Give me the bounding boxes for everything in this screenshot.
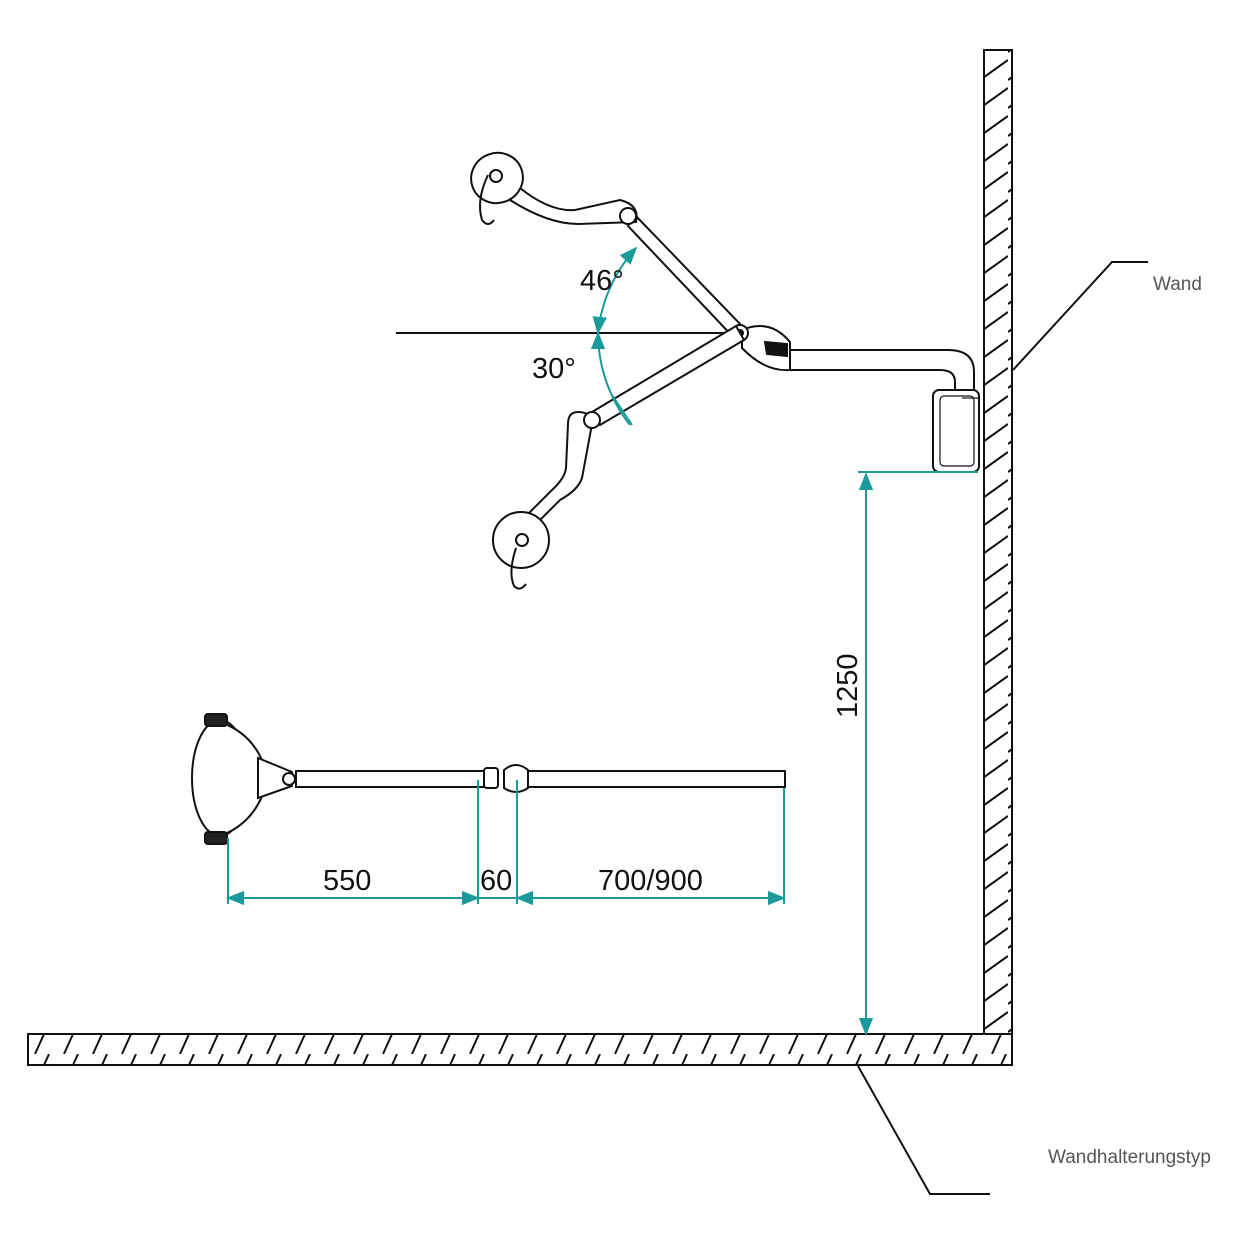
wall-bracket — [932, 389, 980, 473]
extended-lamp-arm — [282, 764, 786, 793]
mount-type-label-leader — [857, 1065, 990, 1195]
angle-arcs — [590, 246, 638, 426]
upper-angle-label: 46° — [580, 265, 624, 297]
extended-lamp — [191, 713, 293, 845]
upper-arm — [508, 186, 749, 342]
dim-extension-arm: 700/900 — [598, 865, 703, 897]
wall-label-leader — [1012, 261, 1148, 371]
upper-lamp-head — [470, 151, 524, 225]
lower-lamp-head — [492, 511, 550, 590]
wall-arm — [741, 325, 975, 390]
horizontal-dimensions — [226, 780, 786, 906]
wall — [983, 49, 1013, 1035]
mount-type-label: Wandhalterungstyp — [1048, 1147, 1211, 1168]
dim-lamp-arm: 550 — [323, 865, 371, 897]
dim-joint: 60 — [480, 865, 512, 897]
vertical-dimension — [858, 471, 978, 1036]
floor — [27, 1033, 1013, 1066]
dim-mount-height: 1250 — [832, 653, 864, 718]
lower-angle-label: 30° — [532, 353, 576, 385]
wall-label: Wand — [1153, 274, 1202, 295]
